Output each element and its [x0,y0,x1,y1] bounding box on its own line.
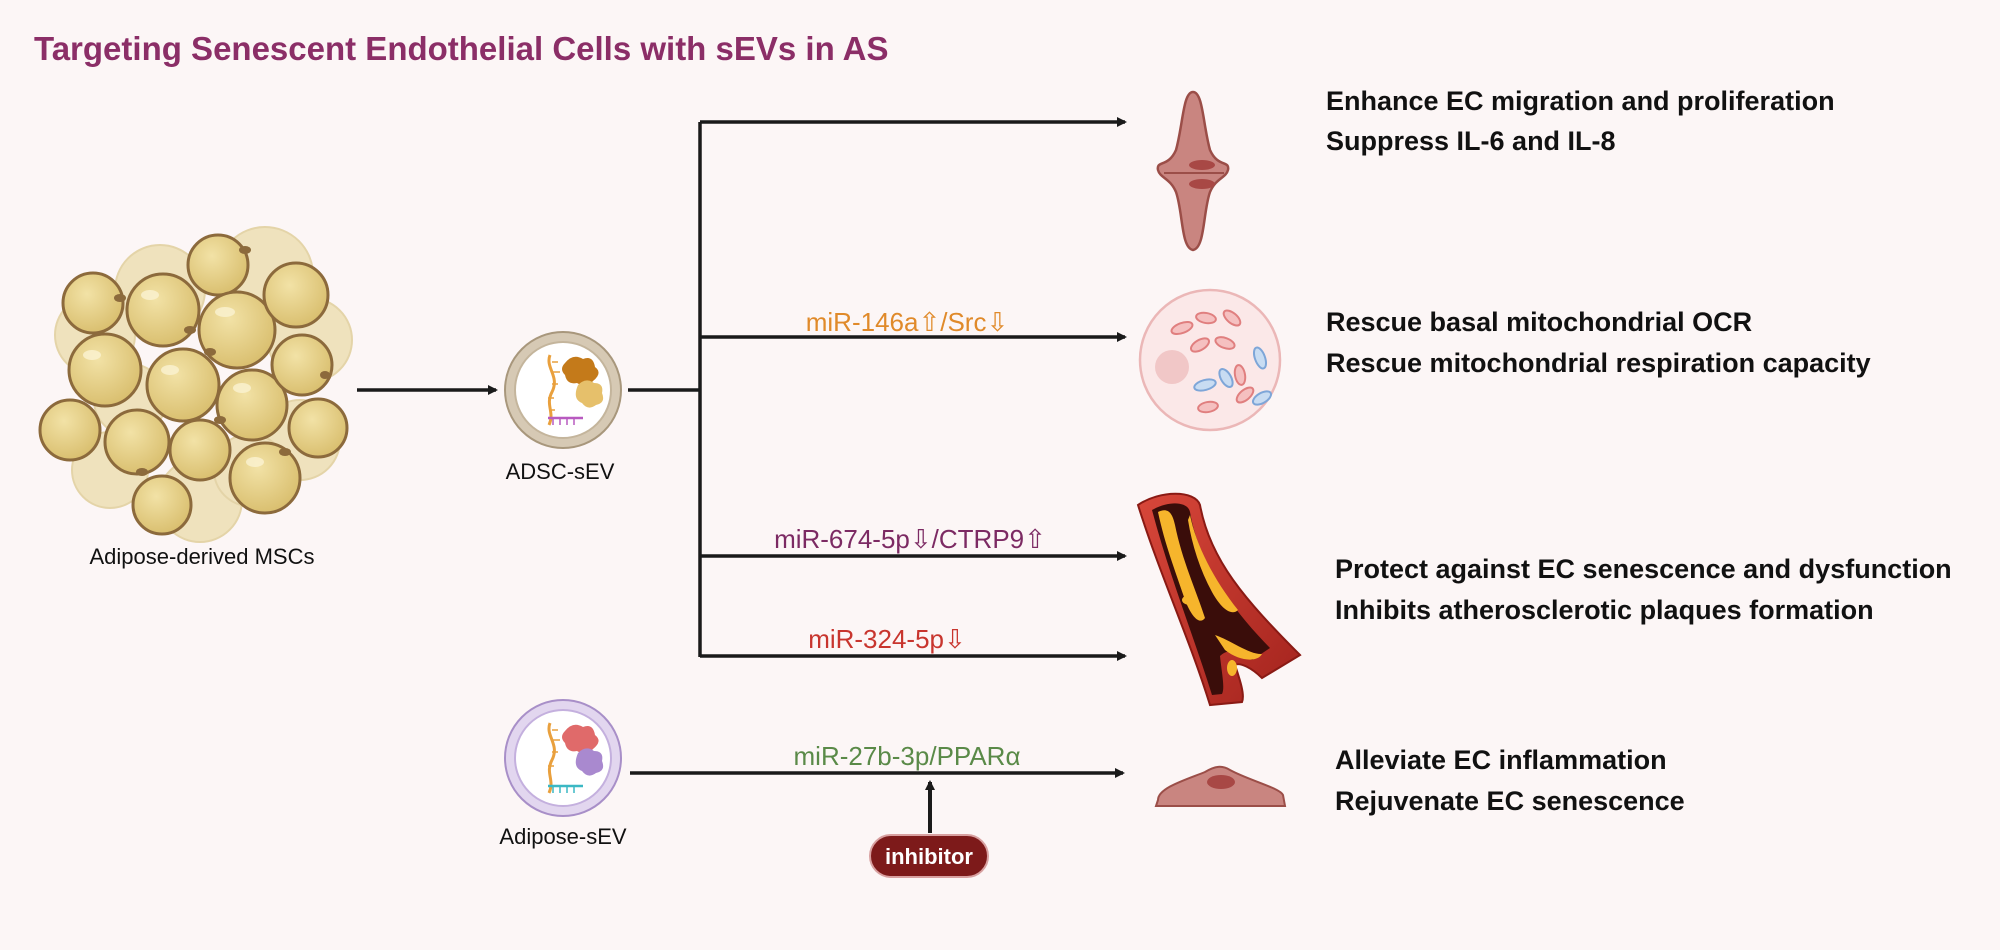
pathway-label-mir27b: miR-27b-3p/PPARα [794,741,1021,771]
pathway-label-mir324: miR-324-5p⇩ [808,624,966,654]
effect-3-line-1: Protect against EC senescence and dysfun… [1335,554,1952,584]
branch-connector [628,122,702,657]
pathway-label-mir146a: miR-146a⇧/Src⇩ [806,307,1009,337]
effect-2-line-2: Rescue mitochondrial respiration capacit… [1326,348,1871,378]
pathway-label-mir674: miR-674-5p⇩/CTRP9⇧ [774,524,1046,554]
flat-endothelial-cell-icon [1154,765,1287,807]
diagram-title: Targeting Senescent Endothelial Cells wi… [34,30,889,67]
adipose-msc-cluster-icon [38,226,353,543]
effect-4-line-1: Alleviate EC inflammation [1335,745,1667,775]
effect-2-line-1: Rescue basal mitochondrial OCR [1326,307,1752,337]
inhibitor-label: inhibitor [885,844,973,869]
adipose-msc-label: Adipose-derived MSCs [90,544,315,569]
adsc-sev-vesicle-icon [504,331,622,449]
inhibitor-badge: inhibitor [869,834,989,878]
migrating-endothelial-cell-icon [1156,90,1230,252]
effect-3-line-2: Inhibits atherosclerotic plaques formati… [1335,595,1874,625]
atherosclerotic-vessel-icon [1136,492,1302,707]
adipose-sev-vesicle-icon [504,699,622,817]
adsc-sev-label: ADSC-sEV [506,459,615,484]
mitochondria-cell-icon [1138,288,1282,432]
effect-1-line-2: Suppress IL-6 and IL-8 [1326,126,1616,156]
adipose-sev-label: Adipose-sEV [499,824,627,849]
effect-1-line-1: Enhance EC migration and proliferation [1326,86,1835,116]
effect-4-line-2: Rejuvenate EC senescence [1335,786,1685,816]
